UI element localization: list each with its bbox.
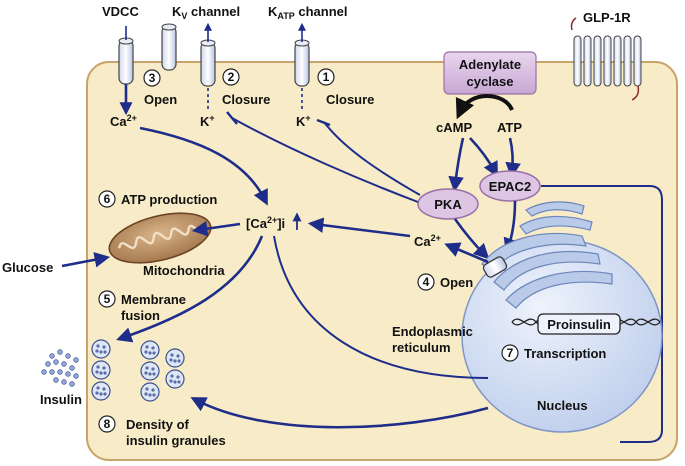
density-arrow [190,397,489,429]
ca-vdcc-label: Ca2+ [110,113,137,129]
cyclase-conversion-arrow [455,94,514,120]
adenylate-cyclase-label-2: cyclase [467,74,514,89]
membrane-fusion-label-2: fusion [121,308,160,323]
step-7-circle [501,344,519,362]
adenylate-cyclase-box [443,51,537,95]
step-4-circle [417,273,435,291]
glucose-to-mitochondria-arrow [61,252,111,268]
endoplasmic-reticulum [481,201,613,309]
er-ca-release-arrow [444,242,489,264]
released-insulin-dots [41,349,79,387]
step-2-circle [222,68,240,86]
pka-inhibits-katp [323,121,421,196]
step-3-number: 3 [149,71,156,85]
closure-1-label: Closure [326,92,374,107]
epac2-label: EPAC2 [489,179,531,194]
cai-label: [Ca2+]i [246,215,285,231]
step-6-circle [98,190,116,208]
step-4-number: 4 [423,275,430,289]
proinsulin-box [537,313,621,335]
step-2-number: 2 [228,70,235,84]
step-7-number: 7 [507,346,514,360]
closure-2-label: Closure [222,92,270,107]
density-label-2: insulin granules [126,433,226,448]
vdcc-ca-to-cai-arrow [139,126,268,206]
step-8-circle [98,415,116,433]
membrane-fusion-label-1: Membrane [121,292,186,307]
glp1r-receptor [570,17,642,101]
step-6-number: 6 [104,192,111,206]
er-label-1: Endoplasmic [392,324,473,339]
epac2-oval [479,170,541,202]
glucose-label: Glucose [2,260,53,275]
insulin-granule-contents [95,344,181,397]
pka-inhibits-kv [231,117,419,203]
er-calcium-channel [482,256,508,278]
glp1r-label: GLP-1R [583,10,631,25]
insulin-label: Insulin [40,392,82,407]
step-5-circle [98,290,116,308]
pka-oval [417,188,479,220]
pka-to-er-arrow [453,218,490,260]
cai-to-mitochondria-arrow [191,220,241,237]
mitochondria-label: Mitochondria [143,263,225,278]
nucleus-label: Nucleus [537,398,588,413]
katp-channel-label: KATP channel [268,4,347,21]
ca-er-label: Ca2+ [414,233,441,249]
er-ca-to-cai-arrow [307,217,411,238]
camp-label: cAMP [436,120,472,135]
open-3-label: Open [144,92,177,107]
kv-channel [200,22,216,110]
cai-to-transcription-line [273,235,489,379]
camp-to-epac2-arrow [469,137,498,178]
step-5-number: 5 [104,292,111,306]
kv-channel-label: KV channel [172,4,240,21]
transcription-label: Transcription [524,346,606,361]
epac2-to-granules-line [541,185,663,443]
proinsulin-label: Proinsulin [547,317,611,332]
atp-label: ATP [497,120,522,135]
k-left-label: K+ [200,113,215,129]
step-1-number: 1 [323,70,330,84]
open-4-label: Open [440,275,473,290]
step-3-circle [143,69,161,87]
atp-to-epac2-arrow [505,137,521,179]
adenylate-cyclase-label-1: Adenylate [459,57,521,72]
density-label-1: Density of [126,417,190,432]
mitochondria-icon [108,212,212,264]
er-label-2: reticulum [392,340,451,355]
camp-to-pka-arrow [448,137,465,193]
cai-to-granules-arrow [116,235,264,343]
atp-production-label: ATP production [121,192,217,207]
k-right-label: K+ [296,113,311,129]
vdcc-label: VDCC [102,4,139,19]
vdcc-open-half [161,23,177,71]
step-8-number: 8 [104,417,111,431]
katp-channel [294,22,310,110]
pka-label: PKA [434,197,462,212]
step-1-circle [317,68,335,86]
vdcc-channel [118,26,134,116]
